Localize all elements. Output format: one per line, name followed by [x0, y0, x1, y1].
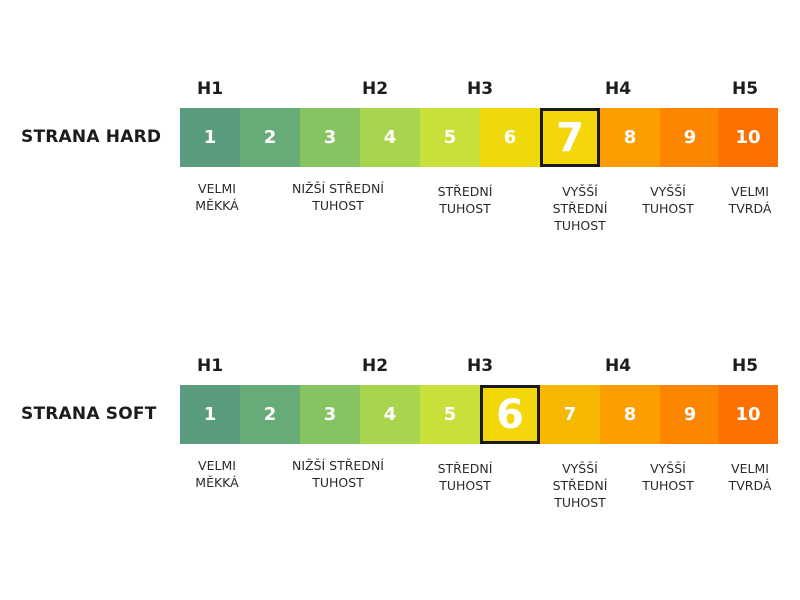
scale-cell-8: 8 — [600, 108, 660, 167]
scale-cell-3: 3 — [300, 385, 360, 444]
hardness-scale: 1 2 3 4 5 6 7 8 9 10 — [180, 108, 778, 167]
desc-line: TUHOST — [642, 478, 694, 493]
desc-velmi-tvrda: VELMI TVRDÁ — [690, 460, 800, 494]
marker-h2: H2 — [361, 356, 389, 376]
desc-vyssi-stredni: VYŠŠÍ STŘEDNÍ TUHOST — [520, 183, 640, 234]
scale-cell-2: 2 — [240, 108, 300, 167]
scale-cell-7: 7 — [540, 385, 600, 444]
desc-line: VYŠŠÍ — [650, 184, 686, 199]
scale-cell-10: 10 — [718, 385, 778, 444]
desc-vyssi: VYŠŠÍ TUHOST — [608, 183, 728, 217]
panel-soft: STRANA SOFT H1 H2 H3 H4 H5 1 2 3 4 5 6 7… — [0, 277, 800, 517]
desc-vyssi: VYŠŠÍ TUHOST — [608, 460, 728, 494]
marker-h1: H1 — [196, 79, 224, 99]
desc-line: VELMI — [731, 184, 769, 199]
desc-line: TVRDÁ — [728, 478, 772, 493]
marker-h1: H1 — [196, 356, 224, 376]
desc-line: VELMI — [198, 458, 236, 473]
desc-line: STŘEDNÍ — [437, 184, 493, 199]
panel-hard: STRANA HARD H1 H2 H3 H4 H5 1 2 3 4 5 6 7… — [0, 0, 800, 240]
selected-hardness-cell: 6 — [480, 385, 540, 444]
desc-stredni: STŘEDNÍ TUHOST — [405, 460, 525, 494]
scale-cell-4: 4 — [360, 385, 420, 444]
desc-line: NIŽŠÍ STŘEDNÍ — [291, 458, 384, 473]
desc-line: TUHOST — [312, 475, 364, 490]
scale-cell-6: 6 — [480, 108, 540, 167]
selected-hardness-cell: 7 — [540, 108, 600, 167]
scale-cell-1: 1 — [180, 385, 240, 444]
desc-line: VYŠŠÍ — [562, 461, 598, 476]
desc-line: VELMI — [198, 181, 236, 196]
marker-h4: H4 — [604, 79, 632, 99]
marker-h5: H5 — [731, 79, 759, 99]
marker-h3: H3 — [466, 79, 494, 99]
desc-line: MĚKKÁ — [195, 198, 239, 213]
marker-h5: H5 — [731, 356, 759, 376]
hardness-scale: 1 2 3 4 5 6 7 8 9 10 — [180, 385, 778, 444]
desc-line: MĚKKÁ — [195, 475, 239, 490]
desc-velmi-mekka: VELMI MĚKKÁ — [157, 180, 277, 214]
scale-cell-10: 10 — [718, 108, 778, 167]
desc-line: STŘEDNÍ — [437, 461, 493, 476]
scale-cell-9: 9 — [660, 385, 720, 444]
scale-cell-4: 4 — [360, 108, 420, 167]
desc-line: TUHOST — [554, 218, 606, 233]
desc-line: STŘEDNÍ — [552, 201, 608, 216]
desc-line: TUHOST — [312, 198, 364, 213]
desc-nizsi-stredni: NIŽŠÍ STŘEDNÍ TUHOST — [278, 180, 398, 214]
desc-line: VELMI — [731, 461, 769, 476]
marker-h4: H4 — [604, 356, 632, 376]
desc-line: TUHOST — [439, 201, 491, 216]
desc-nizsi-stredni: NIŽŠÍ STŘEDNÍ TUHOST — [278, 457, 398, 491]
scale-cell-1: 1 — [180, 108, 240, 167]
desc-line: VYŠŠÍ — [562, 184, 598, 199]
desc-line: TUHOST — [642, 201, 694, 216]
scale-cell-3: 3 — [300, 108, 360, 167]
desc-line: TUHOST — [554, 495, 606, 510]
desc-stredni: STŘEDNÍ TUHOST — [405, 183, 525, 217]
marker-h2: H2 — [361, 79, 389, 99]
desc-line: TVRDÁ — [728, 201, 772, 216]
desc-line: TUHOST — [439, 478, 491, 493]
desc-velmi-tvrda: VELMI TVRDÁ — [690, 183, 800, 217]
desc-line: STŘEDNÍ — [552, 478, 608, 493]
desc-line: VYŠŠÍ — [650, 461, 686, 476]
side-label: STRANA SOFT — [21, 404, 157, 424]
scale-cell-5: 5 — [420, 108, 480, 167]
scale-cell-2: 2 — [240, 385, 300, 444]
scale-cell-9: 9 — [660, 108, 720, 167]
marker-h3: H3 — [466, 356, 494, 376]
scale-cell-8: 8 — [600, 385, 660, 444]
desc-vyssi-stredni: VYŠŠÍ STŘEDNÍ TUHOST — [520, 460, 640, 511]
desc-velmi-mekka: VELMI MĚKKÁ — [157, 457, 277, 491]
desc-line: NIŽŠÍ STŘEDNÍ — [291, 181, 384, 196]
side-label: STRANA HARD — [21, 127, 162, 147]
scale-cell-5: 5 — [420, 385, 480, 444]
